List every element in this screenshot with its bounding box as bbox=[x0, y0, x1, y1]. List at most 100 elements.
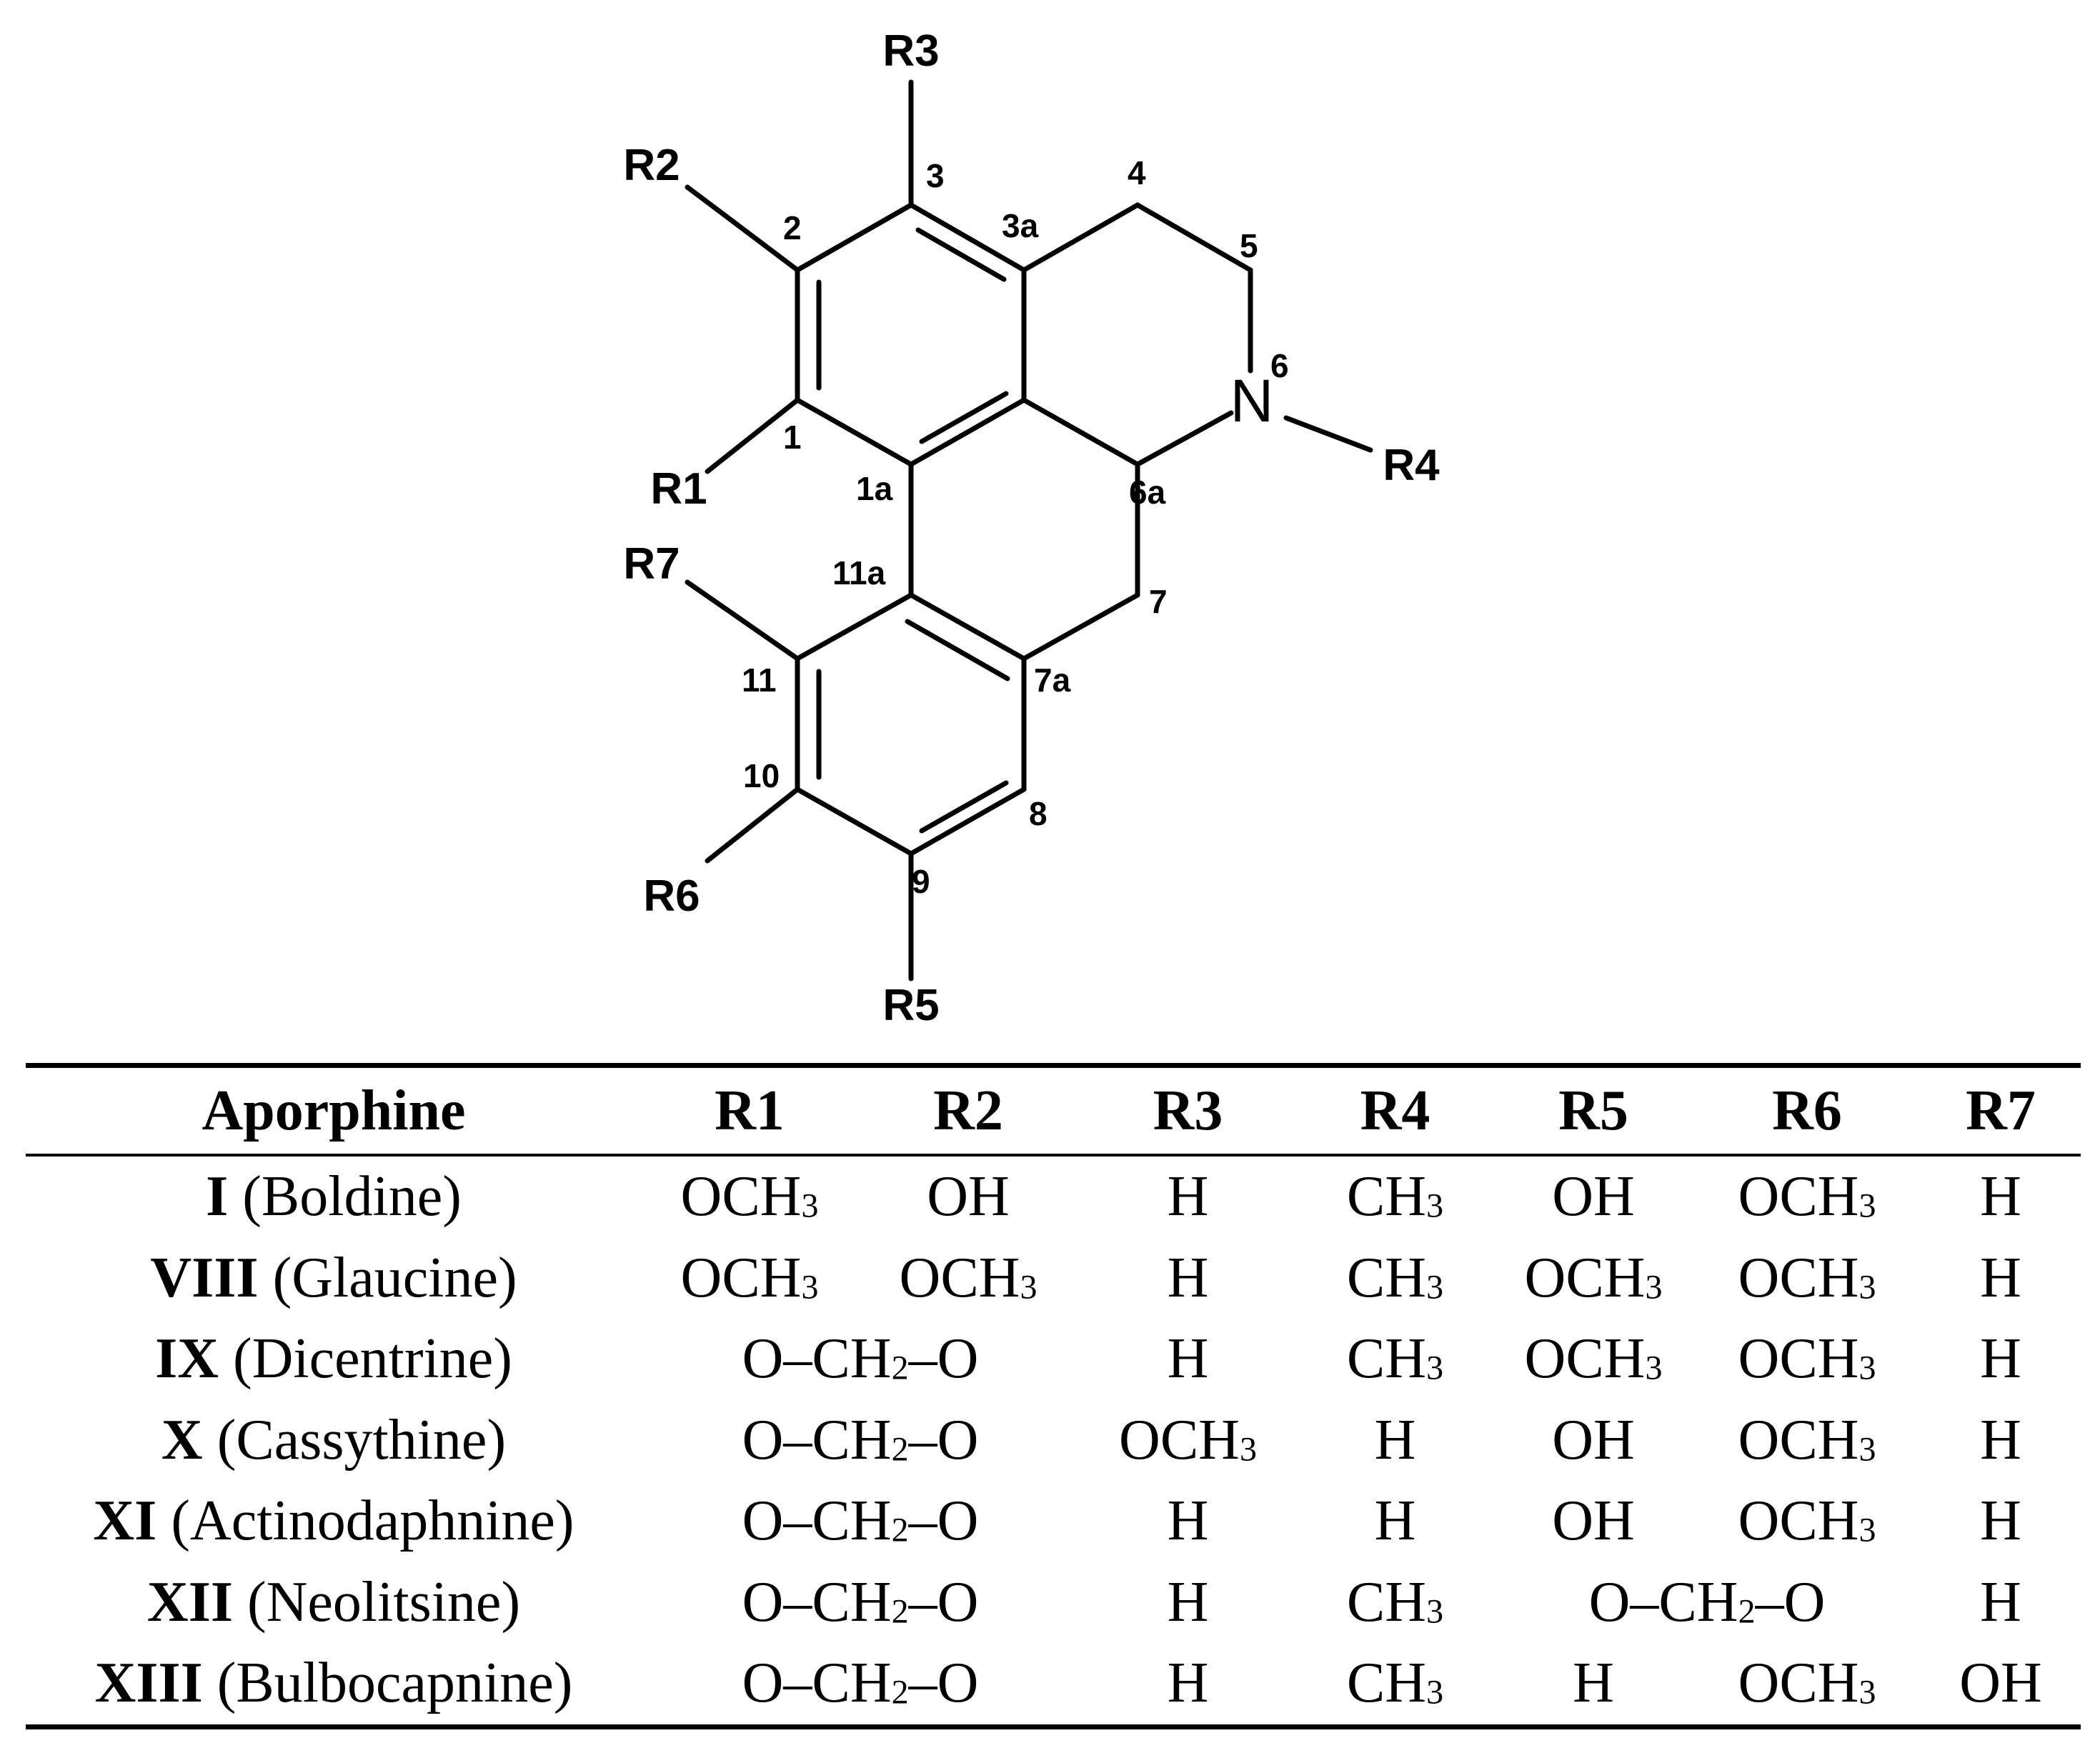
aporphine-structure-diagram: R3 R2 R1 R4 R7 R6 R5 N 3 2 3a 4 5 6 1 1a… bbox=[623, 26, 1440, 1030]
substituent-cell: H bbox=[1167, 1165, 1209, 1229]
compound-name: (Cassythine) bbox=[217, 1408, 507, 1472]
bond-1a-3a-inner bbox=[919, 391, 1009, 444]
substituent-cell: OH bbox=[1552, 1489, 1635, 1553]
bond-6-r4 bbox=[1283, 415, 1373, 453]
substituent-cell: OCH3 bbox=[1738, 1327, 1876, 1391]
bond-10-9 bbox=[795, 786, 914, 856]
header-r4: R4 bbox=[1360, 1079, 1430, 1142]
substituent-cell: OCH3 bbox=[1738, 1408, 1876, 1472]
substituent-cell: H bbox=[1374, 1489, 1416, 1553]
substituent-cell: OCH3 bbox=[1738, 1165, 1876, 1229]
aporphine-name-cell: IX (Dicentrine) bbox=[26, 1319, 642, 1400]
position-7-label: 7 bbox=[1149, 583, 1168, 620]
substituent-r6-label: R6 bbox=[643, 872, 700, 921]
bond-6-6a bbox=[1135, 410, 1234, 467]
substituent-cell: H bbox=[1167, 1652, 1209, 1715]
position-10-label: 10 bbox=[743, 757, 780, 794]
position-7a-label: 7a bbox=[1034, 661, 1071, 699]
header-r5: R5 bbox=[1558, 1079, 1628, 1142]
bond-3-3a bbox=[908, 202, 1027, 273]
substituent-cell: H bbox=[1980, 1165, 2021, 1229]
bond-1a-3a-link bbox=[908, 397, 1027, 467]
substituent-cell: OH bbox=[1552, 1408, 1635, 1472]
substituent-cell: CH3 bbox=[1346, 1246, 1444, 1309]
bond-1a-6a bbox=[1021, 397, 1140, 467]
substituent-cell: H bbox=[1167, 1327, 1209, 1391]
compound-numeral: IX bbox=[155, 1327, 219, 1391]
position-8-label: 8 bbox=[1029, 795, 1047, 832]
substituent-cell: H bbox=[1167, 1489, 1209, 1553]
substituent-cell: CH3 bbox=[1346, 1165, 1444, 1229]
compound-name: (Dicentrine) bbox=[233, 1327, 512, 1391]
position-9-label: 9 bbox=[912, 863, 930, 900]
substituent-cell: H bbox=[1374, 1408, 1416, 1472]
compound-numeral: I bbox=[206, 1165, 229, 1229]
substituent-cell: H bbox=[1980, 1246, 2021, 1309]
bond-9-8-inner bbox=[919, 780, 1009, 834]
nitrogen-atom-label: N bbox=[1230, 367, 1274, 434]
bond-7-7a bbox=[1021, 592, 1140, 661]
position-6a-label: 6a bbox=[1129, 474, 1166, 511]
aporphine-name-cell: XI (Actinodaphnine) bbox=[26, 1481, 642, 1562]
substituent-r4-label: R4 bbox=[1383, 441, 1440, 490]
bond-9-8 bbox=[908, 786, 1027, 856]
substituent-cell: O–CH2–O bbox=[1588, 1570, 1826, 1634]
bond-4-5 bbox=[1135, 202, 1253, 273]
substituent-cell: CH3 bbox=[1346, 1570, 1444, 1634]
compound-name: (Boldine) bbox=[242, 1165, 462, 1229]
substituent-cell: O–CH2–O bbox=[742, 1408, 979, 1472]
position-2-label: 2 bbox=[783, 209, 802, 246]
position-11a-label: 11a bbox=[832, 554, 886, 591]
bond-3a-4 bbox=[1021, 202, 1140, 273]
substituent-cell: H bbox=[1980, 1570, 2021, 1634]
substituent-r1-label: R1 bbox=[650, 464, 707, 514]
bond-1-1a bbox=[795, 397, 914, 467]
substituent-cell: CH3 bbox=[1346, 1327, 1444, 1391]
aporphine-name-cell: X (Cassythine) bbox=[26, 1400, 642, 1482]
bond-11a-11 bbox=[795, 592, 914, 661]
header-r7: R7 bbox=[1966, 1079, 2036, 1142]
compound-name: (Actinodaphnine) bbox=[171, 1489, 574, 1553]
substituent-cell: OCH3 bbox=[1119, 1408, 1257, 1472]
aporphine-name-cell: XIII (Bulbocapnine) bbox=[26, 1643, 642, 1727]
substituent-cell: OCH3 bbox=[680, 1246, 819, 1309]
substituent-r2-label: R2 bbox=[623, 141, 680, 190]
substituent-cell: OCH3 bbox=[899, 1246, 1037, 1309]
bond-2-3 bbox=[795, 202, 914, 273]
compound-numeral: VIII bbox=[150, 1246, 259, 1309]
substituent-r7-label: R7 bbox=[623, 539, 680, 589]
compound-numeral: XIII bbox=[94, 1652, 203, 1715]
compound-name: (Bulbocapnine) bbox=[217, 1652, 573, 1715]
position-4-label: 4 bbox=[1128, 154, 1146, 191]
substituent-cell: H bbox=[1980, 1327, 2021, 1391]
position-3a-label: 3a bbox=[1002, 207, 1039, 244]
bond-3-3a-inner bbox=[915, 227, 1007, 282]
substituent-cell: OH bbox=[1959, 1652, 2042, 1715]
position-1-label: 1 bbox=[783, 419, 802, 456]
compound-name: (Neolitsine) bbox=[247, 1570, 521, 1634]
substituent-cell: H bbox=[1167, 1570, 1209, 1634]
header-r2: R2 bbox=[933, 1079, 1003, 1142]
header-r6: R6 bbox=[1772, 1079, 1842, 1142]
substituent-cell: CH3 bbox=[1346, 1652, 1444, 1715]
substituent-cell: H bbox=[1573, 1652, 1614, 1715]
position-3-label: 3 bbox=[926, 157, 945, 194]
compound-numeral: XI bbox=[93, 1489, 157, 1553]
aporphine-name-cell: VIII (Glaucine) bbox=[26, 1238, 642, 1319]
bond-11-r7 bbox=[685, 579, 800, 661]
substituent-cell: OCH3 bbox=[1524, 1327, 1663, 1391]
substituent-cell: H bbox=[1980, 1489, 2021, 1553]
substituent-cell: OCH3 bbox=[680, 1165, 819, 1229]
substituent-cell: O–CH2–O bbox=[742, 1489, 979, 1553]
header-aporphine: Aporphine bbox=[201, 1079, 466, 1142]
substituent-cell: O–CH2–O bbox=[742, 1570, 979, 1634]
position-6-label: 6 bbox=[1270, 347, 1289, 384]
substituent-cell: O–CH2–O bbox=[742, 1327, 979, 1391]
